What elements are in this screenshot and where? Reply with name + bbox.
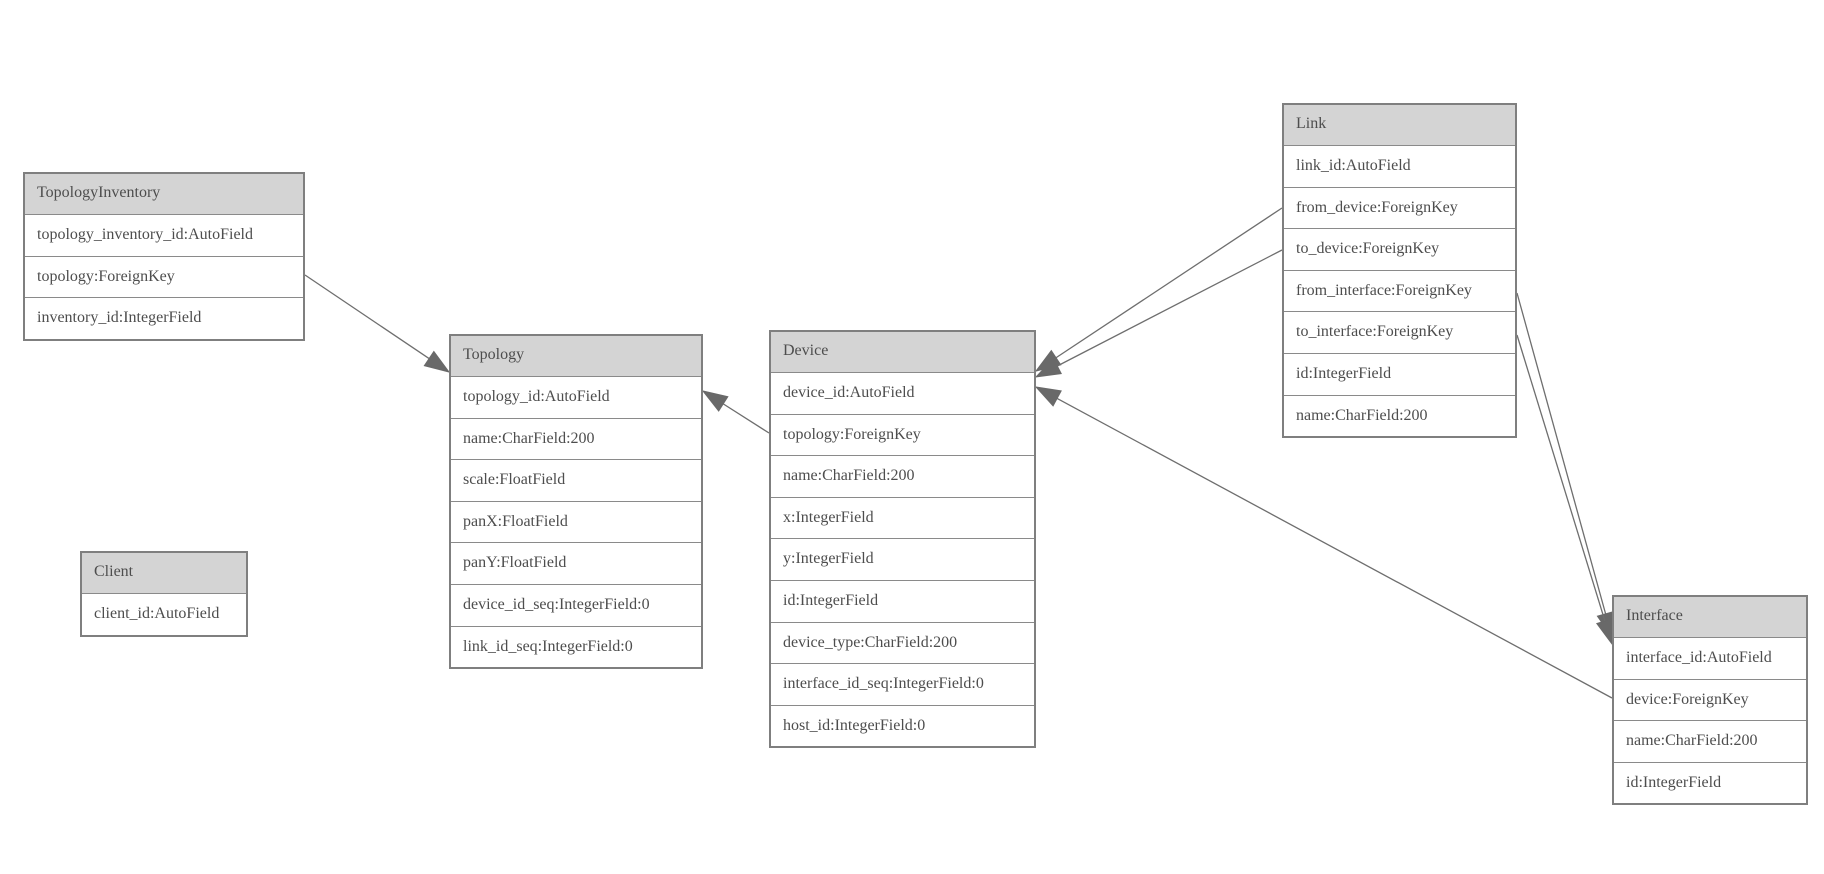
relationship-line [1516, 334, 1606, 622]
relationship-line [722, 403, 770, 434]
field-row-interface-device: device:ForeignKey [1614, 678, 1806, 721]
relationship-line [1055, 207, 1283, 359]
entity-title-topologyinventory: TopologyInventory [25, 174, 303, 214]
field-row-link-to-device: to_device:ForeignKey [1284, 228, 1515, 270]
field-row-device-topology: topology:ForeignKey [771, 413, 1034, 456]
field-row-topology-topology-id: topology_id:AutoField [451, 376, 701, 418]
field-row-device-host-id: host_id:IntegerField:0 [771, 704, 1034, 747]
field-row-link-from-interface: from_interface:ForeignKey [1284, 269, 1515, 312]
edge-device-topology-to-topology [701, 390, 770, 434]
field-row-device-interface-id-seq: interface_id_seq:IntegerField:0 [771, 663, 1034, 705]
field-row-device-id: id:IntegerField [771, 579, 1034, 622]
relationship-line [1057, 249, 1283, 367]
edge-link-to-device-to-device [1034, 249, 1283, 378]
field-row-link-link-id: link_id:AutoField [1284, 145, 1515, 187]
field-row-link-name: name:CharField:200 [1284, 394, 1515, 437]
field-row-topology-scale: scale:FloatField [451, 459, 701, 501]
field-row-topology-link-id-seq: link_id_seq:IntegerField:0 [451, 625, 701, 668]
entity-title-link: Link [1284, 105, 1515, 145]
field-row-topologyinventory-topology: topology:ForeignKey [25, 255, 303, 298]
field-row-topology-pany: panY:FloatField [451, 542, 701, 584]
field-row-topology-device-id-seq: device_id_seq:IntegerField:0 [451, 583, 701, 626]
arrowhead-icon [1034, 357, 1062, 378]
field-row-interface-id: id:IntegerField [1614, 761, 1806, 804]
field-row-link-to-interface: to_interface:ForeignKey [1284, 311, 1515, 353]
arrowhead-icon [423, 350, 451, 373]
field-row-topologyinventory-inventory-id: inventory_id:IntegerField [25, 297, 303, 339]
field-row-interface-interface-id: interface_id:AutoField [1614, 637, 1806, 679]
field-row-device-device-id: device_id:AutoField [771, 372, 1034, 414]
edge-link-from-device-to-device [1034, 207, 1283, 372]
field-row-device-y: y:IntegerField [771, 538, 1034, 580]
relationship-line [304, 274, 430, 360]
field-row-device-name: name:CharField:200 [771, 455, 1034, 497]
field-row-topologyinventory-topology-inventory-id: topology_inventory_id:AutoField [25, 214, 303, 256]
arrowhead-icon [701, 390, 729, 412]
field-row-client-client-id: client_id:AutoField [82, 593, 246, 635]
entity-title-device: Device [771, 332, 1034, 372]
edge-interface-device-to-device [1034, 386, 1613, 699]
field-row-device-x: x:IntegerField [771, 496, 1034, 539]
entity-title-topology: Topology [451, 336, 701, 376]
field-row-link-id: id:IntegerField [1284, 352, 1515, 395]
relationship-line [1516, 292, 1607, 615]
field-row-link-from-device: from_device:ForeignKey [1284, 186, 1515, 229]
field-row-device-device-type: device_type:CharField:200 [771, 621, 1034, 664]
relationship-line [1056, 397, 1613, 699]
field-row-interface-name: name:CharField:200 [1614, 720, 1806, 762]
edge-link-from-interface-to-interface [1516, 292, 1615, 639]
edge-topologyinventory-topology-to-topology [304, 274, 451, 373]
field-row-topology-panx: panX:FloatField [451, 500, 701, 543]
edge-link-to-interface-to-interface [1516, 334, 1614, 646]
arrowhead-icon [1595, 617, 1614, 646]
entity-title-client: Client [82, 553, 246, 593]
field-row-topology-name: name:CharField:200 [451, 417, 701, 460]
arrowhead-icon [1034, 386, 1062, 407]
entity-title-interface: Interface [1614, 597, 1806, 637]
